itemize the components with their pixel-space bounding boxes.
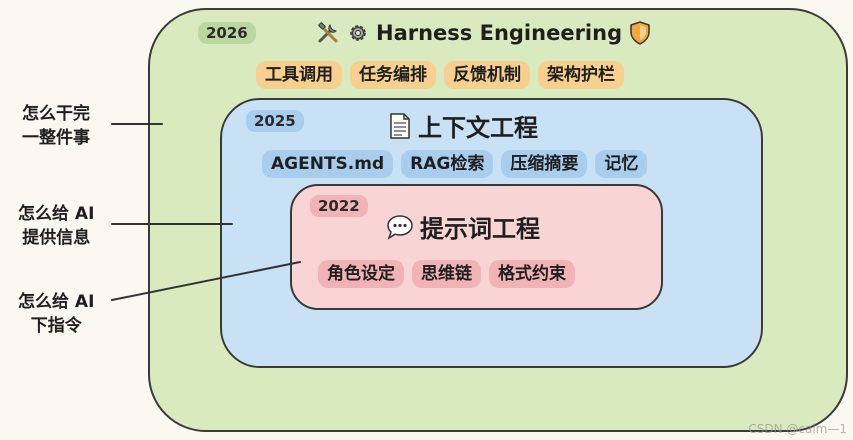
side-label-middle-line1: 怎么给 AI [18, 204, 95, 224]
inner-year-badge: 2022 [310, 195, 368, 217]
chip-format-constraints: 格式约束 [489, 260, 575, 288]
inner-title-text: 提示词工程 [420, 215, 540, 243]
chip-role-setting: 角色设定 [318, 260, 404, 288]
speech-bubble-icon [387, 214, 413, 240]
inner-layer-title: 提示词工程 [386, 209, 540, 244]
side-label-middle-line2: 提供信息 [22, 228, 91, 248]
side-label-middle: 怎么给 AI 提供信息 [18, 202, 94, 250]
chip-agents-md: AGENTS.md [262, 150, 394, 178]
watermark: CSDN @calm—1 [748, 422, 847, 436]
chip-chain-of-thought: 思维链 [412, 260, 481, 288]
chip-task-orchestration: 任务编排 [350, 61, 436, 89]
chip-compression-summary: 压缩摘要 [501, 150, 588, 178]
middle-layer-title: 上下文工程 [388, 108, 538, 143]
chip-rag-retrieval: RAG检索 [401, 150, 494, 178]
side-label-inner-line2: 下指令 [30, 316, 82, 336]
middle-title-text: 上下文工程 [418, 114, 538, 142]
outer-chip-list: 工具调用 任务编排 反馈机制 架构护栏 [256, 61, 624, 89]
shield-icon [630, 21, 650, 45]
tools-icon [318, 22, 338, 43]
chip-architecture-guardrails: 架构护栏 [538, 61, 624, 89]
outer-layer-title: Harness Engineering [316, 20, 652, 46]
outer-title-text: Harness Engineering [376, 21, 623, 45]
middle-year-badge: 2025 [246, 110, 304, 132]
side-label-outer: 怎么干完 一整件事 [22, 102, 90, 150]
side-label-outer-line1: 怎么干完 [22, 104, 90, 124]
inner-chip-list: 角色设定 思维链 格式约束 [318, 260, 575, 288]
side-label-inner-line1: 怎么给 AI [18, 292, 95, 312]
chip-memory: 记忆 [595, 150, 648, 178]
document-icon [390, 112, 410, 139]
side-label-outer-line2: 一整件事 [22, 128, 90, 148]
outer-year-badge: 2026 [198, 22, 256, 44]
connector-inner [111, 261, 301, 301]
chip-tool-calling: 工具调用 [256, 61, 342, 89]
middle-chip-list: AGENTS.md RAG检索 压缩摘要 记忆 [262, 150, 648, 178]
chip-feedback-mechanism: 反馈机制 [444, 61, 530, 89]
side-label-inner: 怎么给 AI 下指令 [18, 290, 94, 338]
gear-icon [350, 25, 366, 41]
